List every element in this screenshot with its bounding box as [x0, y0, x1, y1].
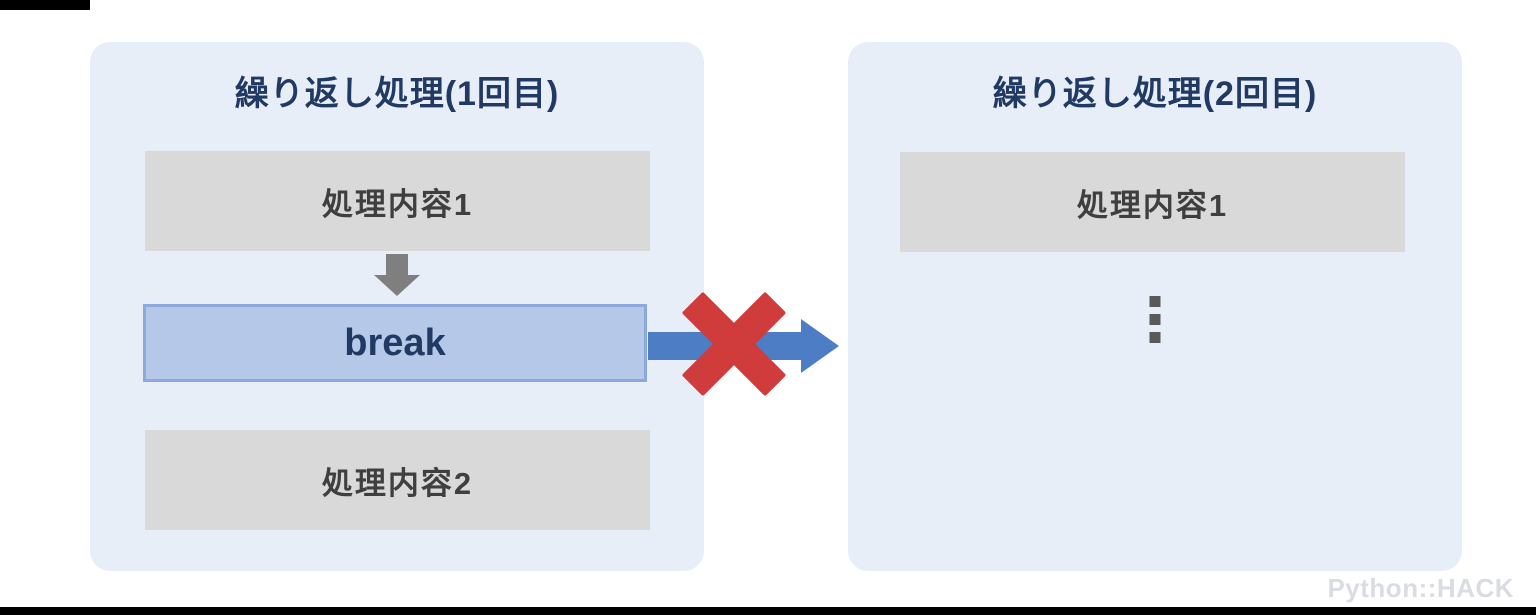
process-box-2: 処理内容2: [145, 430, 650, 530]
panel-title: 繰り返し処理(2回目): [992, 75, 1318, 113]
break-box: break: [143, 304, 647, 382]
ellipsis-dots-icon: [1149, 296, 1161, 350]
ellipsis-dot: [1149, 332, 1161, 343]
right-arrow-head: [801, 319, 839, 373]
ellipsis-dot: [1149, 296, 1161, 307]
top-left-screen-bar: [0, 0, 90, 10]
loop-iteration-1-panel: 繰り返し処理(1回目) 処理内容1 break 処理内容2: [90, 42, 704, 571]
ellipsis-dot: [1149, 314, 1161, 325]
process-box-1: 処理内容1: [145, 151, 650, 251]
bottom-screen-bar: [0, 607, 1536, 615]
down-arrow-head: [374, 275, 420, 296]
process-box-1: 処理内容1: [900, 152, 1405, 252]
panel-title: 繰り返し処理(1回目): [234, 75, 560, 113]
watermark: Python::HACK: [1327, 573, 1514, 603]
down-arrow-shaft: [386, 254, 408, 275]
loop-iteration-2-panel: 繰り返し処理(2回目) 処理内容1: [848, 42, 1462, 571]
down-arrow-icon: [374, 254, 420, 296]
